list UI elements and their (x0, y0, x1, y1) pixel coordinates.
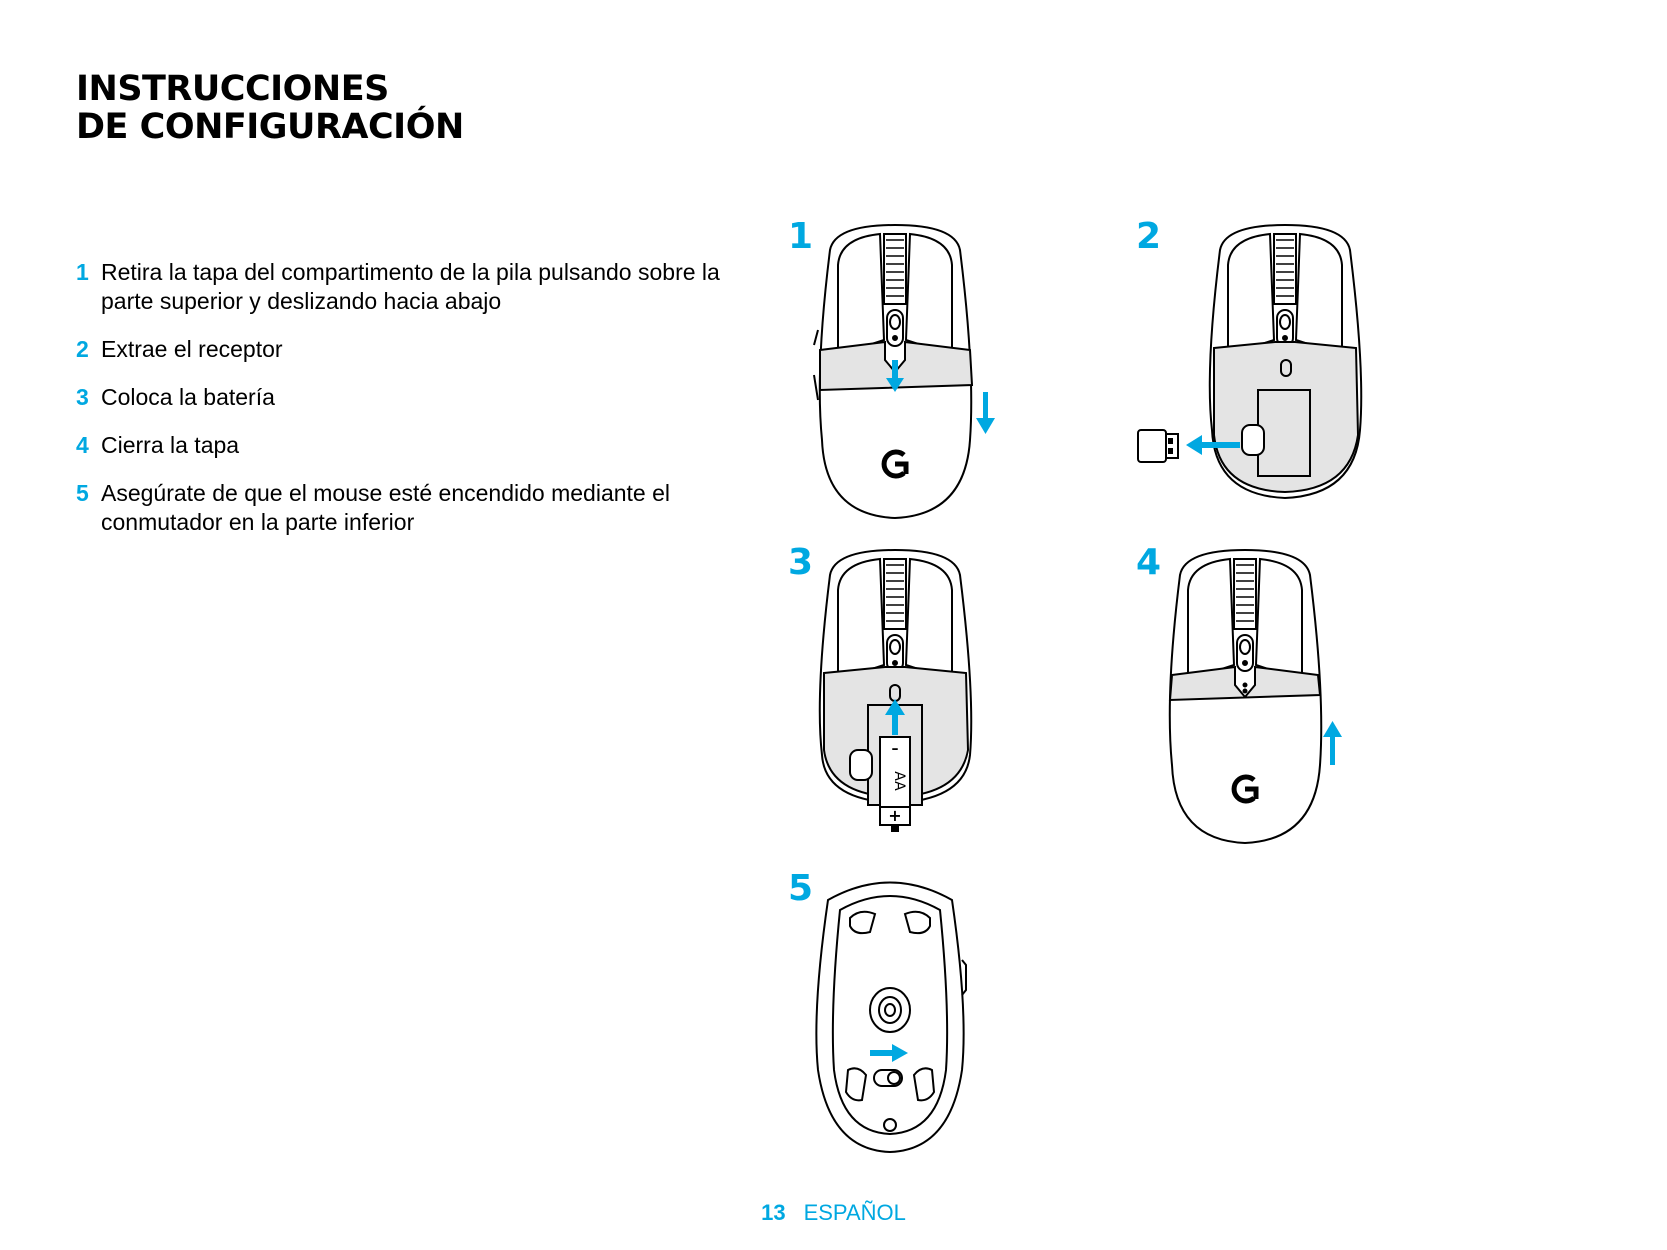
arrow-icon (885, 699, 905, 735)
battery-plus: + (888, 806, 901, 825)
figure-number-4: 4 (1136, 542, 1162, 583)
figure-5-power-switch (815, 881, 967, 1154)
logitech-g-logo (881, 449, 909, 479)
footer-language: ESPAÑOL (803, 1200, 906, 1225)
step-number: 4 (76, 432, 89, 458)
title-line-2: DE CONFIGURACIÓN (76, 107, 464, 147)
usb-receiver-icon (1137, 429, 1179, 463)
page-number: 13 (761, 1200, 786, 1225)
figure-3-insert-battery: – AA + (818, 548, 973, 832)
step-text: Coloca la batería (101, 384, 275, 410)
step-text: Asegúrate de que el mouse esté encendido… (101, 480, 671, 535)
step-text: Extrae el receptor (101, 336, 283, 362)
figure-number-5: 5 (788, 868, 814, 909)
figure-2-remove-receiver (1137, 223, 1363, 500)
logitech-g-logo (1231, 774, 1259, 804)
step-number: 5 (76, 480, 89, 506)
arrow-icon (1323, 721, 1342, 765)
step-number: 1 (76, 259, 89, 285)
step-number: 2 (76, 336, 89, 362)
aa-battery (879, 736, 911, 832)
arrow-icon (1186, 435, 1240, 455)
figure-number-3: 3 (788, 542, 814, 583)
page-footer: 13 ESPAÑOL (0, 1200, 1667, 1226)
step-text: Retira la tapa del compartimento de la p… (101, 259, 720, 314)
page-title: INSTRUCCIONES DE CONFIGURACIÓN (76, 70, 464, 146)
arrow-icon (886, 360, 995, 434)
step-item: 4 Cierra la tapa (76, 431, 736, 460)
figure-1-remove-cover (813, 223, 995, 520)
figure-4-close-cover (1168, 548, 1342, 845)
title-line-1: INSTRUCCIONES (76, 69, 389, 109)
battery-minus: – (892, 741, 899, 757)
step-item: 3 Coloca la batería (76, 383, 736, 412)
step-text: Cierra la tapa (101, 432, 240, 458)
step-item: 1 Retira la tapa del compartimento de la… (76, 258, 736, 316)
step-item: 5 Asegúrate de que el mouse esté encendi… (76, 479, 736, 537)
setup-steps-list: 1 Retira la tapa del compartimento de la… (76, 258, 736, 556)
figure-number-2: 2 (1136, 216, 1162, 257)
step-item: 2 Extrae el receptor (76, 335, 736, 364)
arrow-icon (870, 1044, 908, 1062)
figure-number-1: 1 (788, 216, 814, 257)
battery-label: AA (891, 771, 907, 791)
step-number: 3 (76, 384, 89, 410)
